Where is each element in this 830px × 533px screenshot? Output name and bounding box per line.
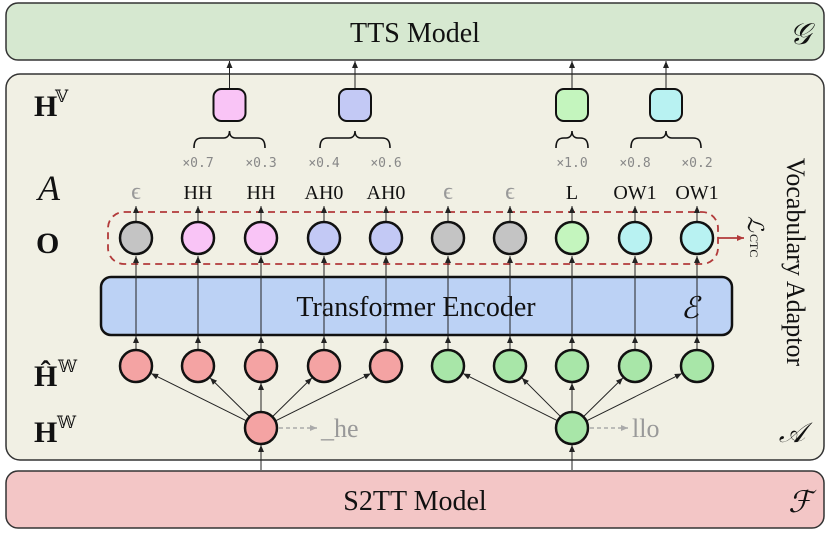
- row-label-hw-sup: 𝕎: [56, 413, 77, 432]
- row-label-hw-base: H: [34, 416, 57, 449]
- subword-label: llo: [632, 414, 659, 443]
- edge-hw-to-hwhat: [209, 377, 250, 418]
- row-label-hv-sup: 𝕍: [54, 87, 69, 106]
- o-node: [368, 220, 404, 256]
- token-weight: ×0.8: [619, 156, 650, 171]
- row-label-hw-hat: Ĥ 𝕎: [34, 357, 78, 393]
- hv-node-ow: [649, 88, 683, 122]
- token-label: OW1: [613, 182, 656, 204]
- hw-hat-node: [118, 348, 154, 384]
- edge-hw-to-hwhat: [275, 373, 371, 422]
- hw-hat-node: [430, 348, 466, 384]
- subword-label: _he: [320, 414, 359, 443]
- ctc-loss-subscript: CTC: [747, 234, 761, 257]
- token-weight: ×1.0: [556, 156, 587, 171]
- vocabulary-adaptor-box: [5, 73, 825, 461]
- o-node: [118, 220, 154, 256]
- row-label-o: O: [36, 227, 59, 260]
- group-brace: [319, 130, 391, 149]
- token-label: ϵ: [505, 179, 515, 205]
- hw-node: [243, 410, 279, 446]
- vocabulary-adaptor-label: Vocabulary Adaptor: [781, 158, 810, 367]
- o-node: [306, 220, 342, 256]
- token-label: AH0: [305, 182, 344, 204]
- o-node: [617, 220, 653, 256]
- s2tt-model-label: S2TT Model: [343, 486, 487, 517]
- hw-hat-node: [306, 348, 342, 384]
- hw-hat-node: [617, 348, 653, 384]
- token-weight: ×0.4: [308, 156, 339, 171]
- edge-hw-to-hwhat: [583, 377, 624, 418]
- row-label-hw: H 𝕎: [34, 413, 77, 449]
- edge-hw-to-hwhat: [521, 377, 562, 418]
- o-node: [492, 220, 528, 256]
- group-brace: [555, 130, 589, 149]
- o-node: [430, 220, 466, 256]
- hv-node-ah: [338, 88, 372, 122]
- token-label: ϵ: [131, 179, 141, 205]
- o-node: [180, 220, 216, 256]
- hv-node-l: [555, 88, 589, 122]
- tts-model-label: TTS Model: [350, 18, 480, 49]
- transformer-encoder-label: Transformer Encoder: [296, 292, 536, 323]
- edge-hw-to-hwhat: [151, 373, 247, 422]
- group-brace: [193, 130, 266, 149]
- tts-model-box: TTS Model 𝒢: [5, 2, 825, 61]
- hw-hat-node: [180, 348, 216, 384]
- o-node: [554, 220, 590, 256]
- ctc-loss-symbol: ℒ: [743, 216, 768, 233]
- token-label: HH: [247, 182, 276, 204]
- hw-hat-node: [492, 348, 528, 384]
- row-label-hv-base: H: [34, 90, 57, 123]
- o-node: [679, 220, 715, 256]
- hw-hat-node: [679, 348, 715, 384]
- edge-hw-to-hwhat: [462, 373, 558, 422]
- hw-hat-node-row: [118, 348, 715, 384]
- hw-hat-node: [554, 348, 590, 384]
- row-label-hw-hat-sup: 𝕎: [57, 357, 78, 376]
- row-label-a: A: [36, 168, 61, 208]
- edges: [133, 61, 700, 470]
- hv-groups: [193, 88, 702, 149]
- token-weight: ×0.3: [245, 156, 276, 171]
- token-weight: ×0.7: [182, 156, 213, 171]
- hw-hat-node: [368, 348, 404, 384]
- s2tt-model-box: S2TT Model ℱ: [5, 470, 825, 529]
- encoder-symbol: ℰ: [681, 292, 702, 325]
- token-weight: ×0.6: [370, 156, 401, 171]
- token-label: L: [566, 182, 578, 204]
- hw-hat-node: [243, 348, 279, 384]
- row-label-hv: H 𝕍: [34, 87, 69, 123]
- hw-node-row: _he llo: [243, 410, 659, 446]
- token-weight: ×0.2: [681, 156, 712, 171]
- token-label: ϵ: [443, 179, 453, 205]
- row-label-hw-hat-base: Ĥ: [34, 360, 57, 393]
- hv-node-hh: [212, 88, 247, 122]
- hw-node: [554, 410, 590, 446]
- o-node-row: [118, 220, 715, 256]
- token-label: AH0: [367, 182, 406, 204]
- token-label: OW1: [675, 182, 718, 204]
- edge-hw-to-hwhat: [586, 373, 682, 422]
- o-node: [243, 220, 279, 256]
- edge-hw-to-hwhat: [272, 377, 313, 418]
- ctc-loss-label: ℒ CTC: [743, 216, 768, 257]
- transformer-encoder-box: Transformer Encoder ℰ: [99, 275, 734, 337]
- group-brace: [630, 130, 702, 149]
- token-label: HH: [184, 182, 213, 204]
